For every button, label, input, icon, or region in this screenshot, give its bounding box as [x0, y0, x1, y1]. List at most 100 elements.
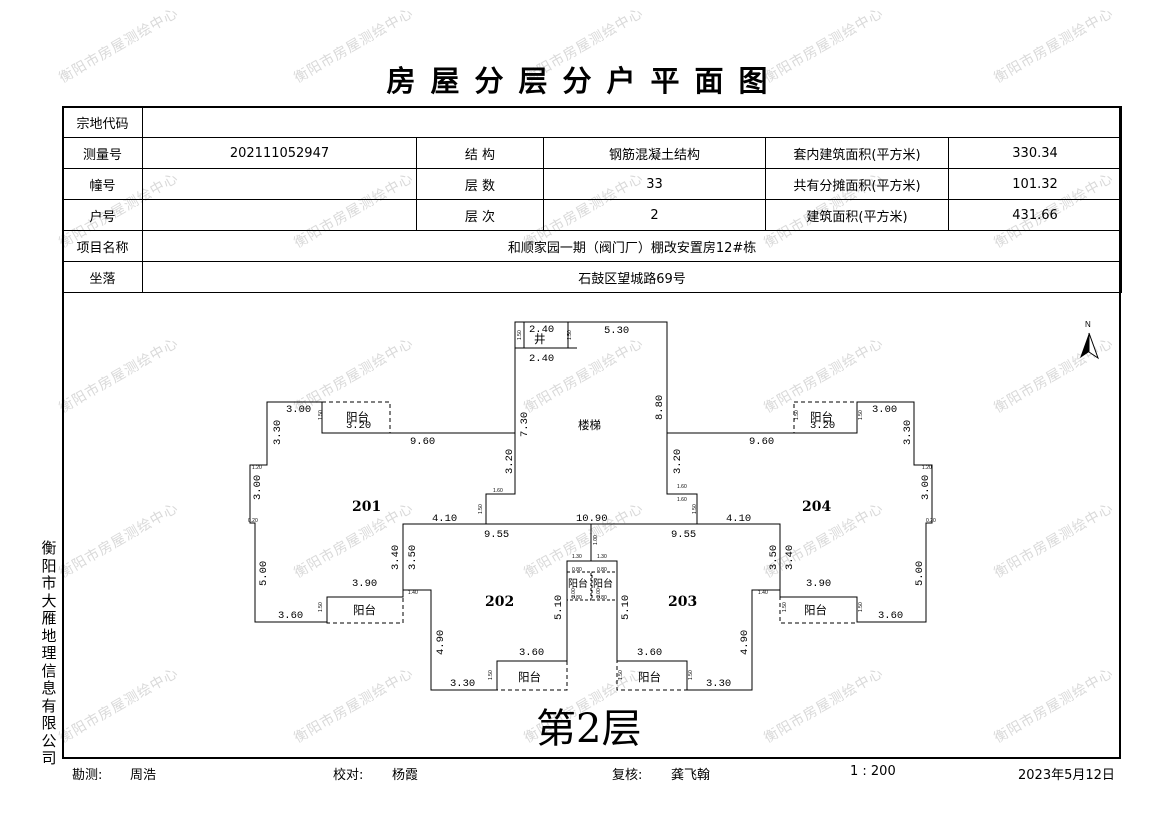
inner-area-label: 套内建筑面积(平方米) — [765, 137, 949, 169]
info-table: 宗地代码 测量号 202111052947 结 构 钢筋混凝土结构 套内建筑面积… — [62, 106, 1123, 293]
dim-label: 3.60 — [519, 647, 544, 659]
dim-label: 4.90 — [739, 630, 751, 655]
dim-label: 1.60 — [677, 484, 687, 490]
dim-label: 1.20 — [252, 465, 262, 471]
dim-label: 1.20 — [922, 465, 932, 471]
unit-label: 户号 — [62, 199, 143, 231]
dim-label: 3.50 — [768, 545, 780, 570]
dim-label: 2.40 — [529, 353, 554, 365]
dim-label: 1.50 — [318, 602, 324, 612]
north-arrow-icon: N — [1080, 320, 1099, 360]
dim-label: 3.30 — [706, 678, 731, 690]
room-202-label: 202 — [485, 594, 514, 610]
floor-label: 第2层 — [536, 706, 641, 752]
company-name-vertical: 衡阳市大雁地理信息有限公司 — [41, 539, 57, 767]
dim-label: 1.00 — [593, 535, 599, 545]
dim-label: 1.50 — [517, 330, 523, 340]
location-label: 坐落 — [62, 261, 143, 293]
dim-label: 3.20 — [504, 449, 516, 474]
well-label: 井 — [534, 332, 546, 346]
dim-label: 4.10 — [432, 513, 457, 525]
dim-label: 1.60 — [677, 497, 687, 503]
dim-label: 3.40 — [784, 545, 796, 570]
dim-label: 1.50 — [478, 504, 484, 514]
dim-label: 3.60 — [278, 610, 303, 622]
reviewer-name: 龚飞翰 — [671, 768, 711, 783]
dim-label: 0.20 — [926, 518, 936, 524]
balcony-label: 阳台 — [568, 577, 588, 590]
structure-label: 结 构 — [416, 137, 544, 169]
small-dimension-labels: 1.50 1.50 1.50 1.50 1.50 1.20 1.20 0.20 … — [248, 330, 936, 680]
dim-label: 10.90 — [576, 513, 608, 525]
dim-label: 9.60 — [749, 436, 774, 448]
dim-label: 1.40 — [408, 590, 418, 596]
dim-label: 3.00 — [286, 404, 311, 416]
dimension-labels: 2.40 2.40 5.30 3.00 3.20 9.60 3.00 3.20 … — [252, 324, 932, 690]
dim-label: 0.80 — [572, 595, 582, 601]
dim-label: 1.30 — [597, 554, 607, 560]
north-label: N — [1085, 320, 1091, 329]
balcony-label: 阳台 — [353, 603, 376, 617]
dim-label: 1.50 — [318, 410, 324, 420]
dim-label: 7.30 — [519, 412, 531, 437]
checker-name: 杨霞 — [392, 768, 419, 783]
dim-label: 0.20 — [248, 518, 258, 524]
dim-label: 1.40 — [758, 590, 768, 596]
dim-label: 3.60 — [637, 647, 662, 659]
room-204-label: 204 — [802, 499, 831, 515]
dim-label: 3.00 — [920, 475, 932, 500]
page-title: 房屋分层分户平面图 — [386, 64, 783, 98]
dim-label: 9.55 — [671, 529, 696, 541]
floors-value: 33 — [543, 168, 766, 200]
shared-area-label: 共有分摊面积(平方米) — [765, 168, 949, 200]
dim-label: 5.00 — [914, 561, 926, 586]
room-201-label: 201 — [352, 499, 381, 515]
dim-label: 3.60 — [878, 610, 903, 622]
dim-label: 1.60 — [493, 488, 503, 494]
total-area-label: 建筑面积(平方米) — [765, 199, 949, 231]
table-row: 项目名称 和顺家园一期（阀门厂）棚改安置房12#栋 — [62, 230, 1123, 262]
balcony-label: 阳台 — [593, 577, 613, 590]
dim-label: 2.00 — [596, 588, 602, 598]
dim-label: 9.60 — [410, 436, 435, 448]
inner-area-value: 330.34 — [947, 137, 1123, 169]
dim-label: 3.20 — [672, 449, 684, 474]
balcony-label: 阳台 — [810, 410, 833, 424]
dim-label: 1.50 — [688, 670, 694, 680]
project-label: 项目名称 — [62, 230, 143, 262]
dim-label: 5.10 — [620, 595, 632, 620]
dim-label: 5.30 — [604, 325, 629, 337]
surveyor-label: 勘测: — [72, 768, 103, 783]
building-value — [142, 168, 417, 200]
dim-label: 3.00 — [872, 404, 897, 416]
balcony-label: 阳台 — [638, 670, 661, 684]
table-row: 户号 层 次 2 建筑面积(平方米) 431.66 — [62, 199, 1123, 231]
dim-label: 3.90 — [806, 578, 831, 590]
dim-label: 5.00 — [258, 561, 270, 586]
dim-label: 3.20 — [346, 420, 371, 432]
dim-label: 0.80 — [597, 595, 607, 601]
scale-label: 1 : 200 — [850, 764, 896, 779]
dim-label: 3.90 — [352, 578, 377, 590]
reviewer-label: 复核: — [612, 768, 643, 783]
dim-label: 2.00 — [571, 588, 577, 598]
dim-label: 1.30 — [572, 554, 582, 560]
dim-label: 3.30 — [902, 420, 914, 445]
dim-label: 3.20 — [810, 420, 835, 432]
building-label: 幢号 — [62, 168, 143, 200]
dim-label: 4.10 — [726, 513, 751, 525]
surveyor-name: 周浩 — [130, 768, 157, 783]
dim-label: 1.50 — [858, 602, 864, 612]
balcony-label: 阳台 — [804, 603, 827, 617]
dim-label: 4.90 — [435, 630, 447, 655]
dim-label: 3.40 — [390, 545, 402, 570]
shared-area-value: 101.32 — [947, 168, 1123, 200]
balcony-label: 阳台 — [346, 410, 369, 424]
dim-label: 3.30 — [272, 420, 284, 445]
dim-label: 5.10 — [553, 595, 565, 620]
dim-label: 0.80 — [572, 567, 582, 573]
dim-label: 1.50 — [794, 410, 800, 420]
dim-label: 1.50 — [618, 670, 624, 680]
balcony-label: 阳台 — [518, 670, 541, 684]
